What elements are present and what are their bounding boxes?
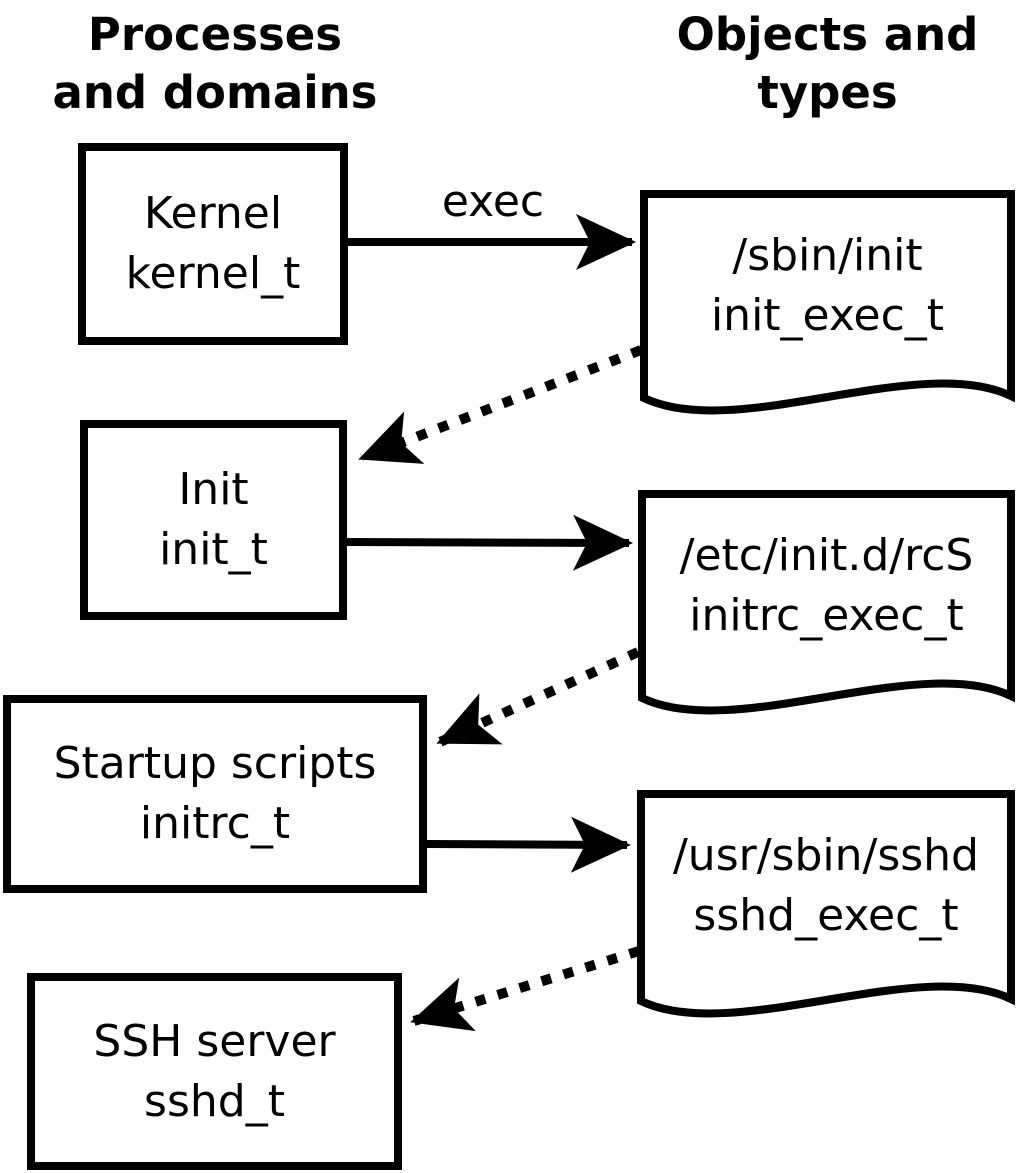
etc-initd-rcs-document-label: /etc/init.d/rcS initrc_exec_t: [638, 492, 1015, 680]
kernel-box-label: Kernel kernel_t: [78, 143, 348, 345]
kernel-name: Kernel: [143, 188, 283, 239]
sbin-init-type: init_exec_t: [710, 290, 945, 341]
usr-sbin-sshd-document: [637, 790, 1015, 1018]
ssh-server-box: [27, 973, 402, 1170]
ssh-server-name: SSH server: [93, 1015, 336, 1067]
etc-initd-rcs-path: /etc/init.d/rcS: [679, 530, 974, 581]
init-box-label: Init init_t: [80, 420, 347, 620]
ssh-server-type: sshd_t: [144, 1075, 285, 1127]
usr-sbin-sshd-document-label: /usr/sbin/sshd sshd_exec_t: [637, 792, 1015, 980]
exec-arrow-initrc-to-sshd: [426, 816, 631, 873]
left-column-header: Processes and domains: [30, 4, 400, 124]
sbin-init-document: [640, 190, 1015, 415]
startup-scripts-box: [3, 695, 427, 893]
kernel-box: [78, 143, 348, 345]
kernel-type: kernel_t: [125, 248, 301, 299]
init-name: Init: [178, 464, 249, 515]
right-header-line2: types: [757, 66, 898, 119]
exec-arrow-init-to-rcs: [346, 514, 633, 571]
usr-sbin-sshd-type: sshd_exec_t: [693, 890, 959, 941]
transition-arrow-rcs-to-initrc: [436, 647, 641, 747]
etc-initd-rcs-type: initrc_exec_t: [689, 590, 964, 641]
init-box: [80, 420, 347, 620]
init-type: init_t: [159, 524, 268, 575]
etc-initd-rcs-document: [638, 490, 1015, 715]
startup-scripts-type: initrc_t: [139, 798, 291, 849]
sbin-init-document-label: /sbin/init init_exec_t: [640, 192, 1015, 380]
startup-scripts-name: Startup scripts: [53, 738, 377, 789]
right-column-header: Objects and types: [630, 4, 1024, 124]
startup-scripts-box-label: Startup scripts initrc_t: [3, 695, 427, 893]
exec-edge-label: exec: [441, 176, 545, 227]
left-header-line1: Processes: [87, 8, 343, 61]
ssh-server-box-label: SSH server sshd_t: [27, 973, 402, 1170]
usr-sbin-sshd-path: /usr/sbin/sshd: [672, 830, 979, 881]
transition-arrow-sshd-to-sshd-t: [410, 946, 641, 1032]
left-header-line2: and domains: [52, 66, 378, 119]
transition-arrow-sbin-init-to-init: [358, 345, 643, 464]
sbin-init-path: /sbin/init: [732, 230, 923, 281]
right-header-line1: Objects and: [676, 8, 979, 61]
